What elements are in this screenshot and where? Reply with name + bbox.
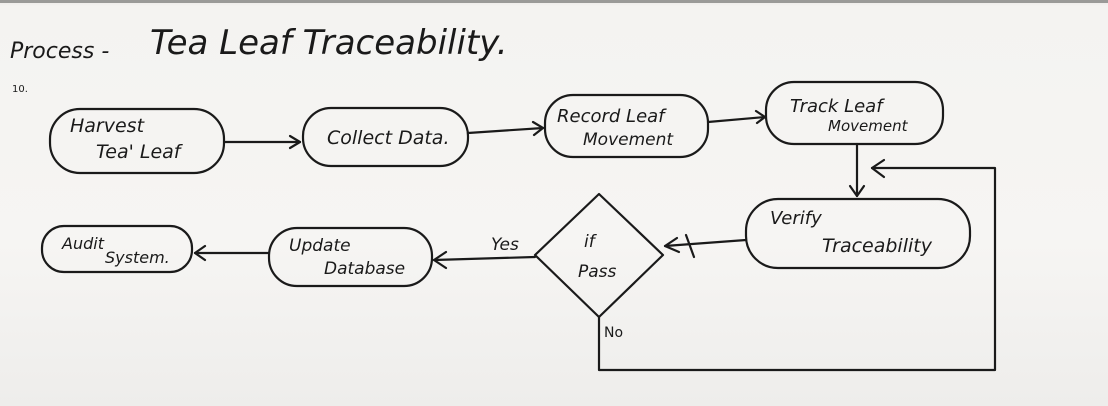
node-verify-traceability [744, 197, 972, 270]
node-collect-label: Collect Data. [327, 127, 449, 149]
node-update-database [267, 226, 434, 288]
edge-no-label: No [604, 325, 623, 341]
node-audit-line1: Audit [61, 234, 105, 253]
node-audit-line2: System. [105, 248, 170, 267]
edge-update-to-audit [193, 244, 271, 262]
diagram-title: Tea Leaf Traceability. [150, 23, 508, 63]
node-record-leaf-movement [543, 93, 710, 159]
decision-line1: if [584, 232, 598, 252]
node-harvest-line2: Tea' Leaf [96, 141, 184, 163]
page-top-edge [0, 0, 1108, 3]
decision-if-pass [533, 192, 665, 319]
edge-yes-label: Yes [491, 235, 519, 255]
node-update-line2: Database [324, 259, 405, 279]
edge-collect-to-record [466, 120, 545, 137]
node-update-line1: Update [289, 236, 351, 256]
node-collect-data [301, 106, 470, 168]
header-label: Process - [10, 39, 109, 64]
node-audit-system [40, 224, 194, 274]
node-verify-line1: Verify [770, 208, 822, 229]
node-verify-line2: Traceability [822, 235, 933, 257]
node-harvest-line1: Harvest [70, 115, 146, 137]
edge-track-to-verify [848, 142, 866, 198]
edge-harvest-to-collect [222, 134, 302, 150]
edge-verify-to-decision [663, 233, 748, 259]
node-track-line2: Movement [828, 117, 909, 135]
edge-record-to-track [706, 109, 767, 125]
node-record-line2: Movement [583, 130, 674, 150]
decision-line2: Pass [578, 262, 617, 282]
edge-decision-to-update [432, 250, 537, 270]
edge-no-loop-to-verify [597, 158, 997, 372]
node-track-leaf-movement [764, 80, 945, 146]
node-track-line1: Track Leaf [790, 96, 885, 117]
question-number: 10. [12, 84, 28, 95]
node-record-line1: Record Leaf [557, 106, 667, 127]
